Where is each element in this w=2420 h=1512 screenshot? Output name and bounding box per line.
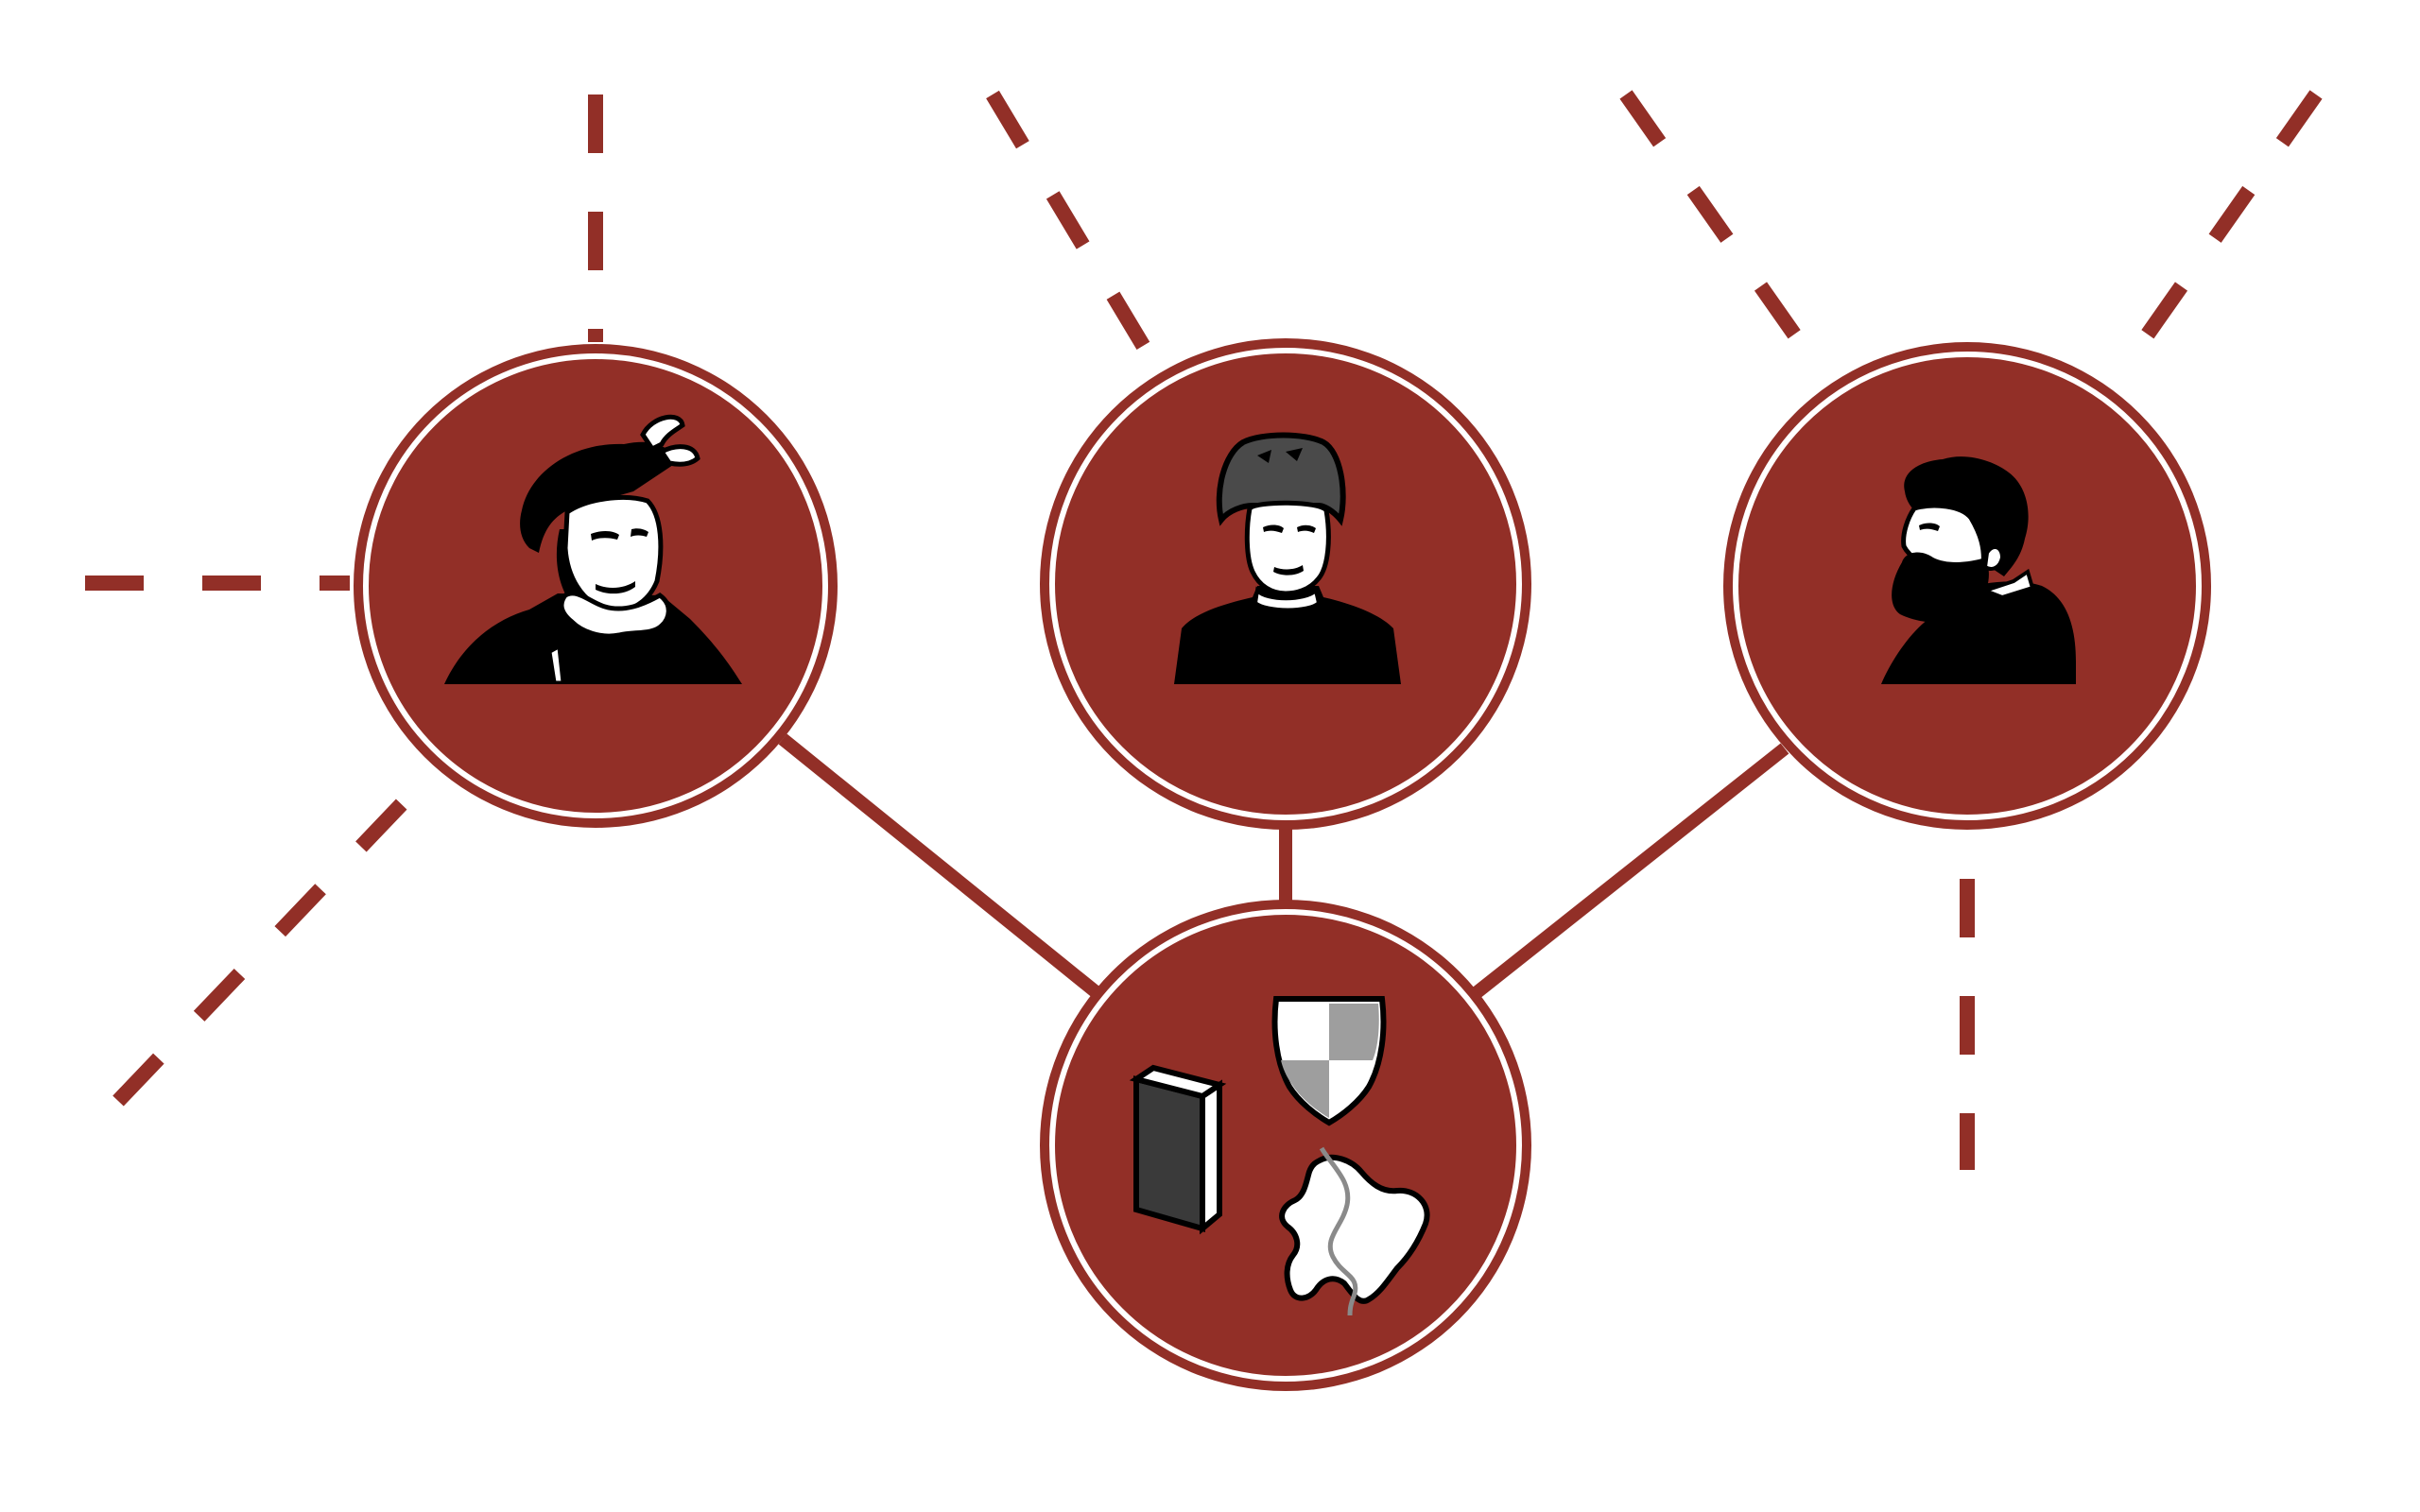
node-portrait-capped[interactable] bbox=[1040, 338, 1531, 830]
portrait-ruff-collar-icon bbox=[444, 414, 742, 684]
portrait-bearded-man-icon bbox=[1881, 456, 2076, 684]
node-portrait-bearded[interactable] bbox=[1723, 342, 2211, 830]
node-portrait-ruff[interactable] bbox=[354, 344, 838, 828]
node-objects[interactable] bbox=[1040, 900, 1531, 1391]
dashed-links bbox=[85, 90, 2323, 1170]
dashed-link-ruff-down-left bbox=[112, 762, 442, 1107]
portrait-fur-cap-icon bbox=[1174, 432, 1401, 684]
dashed-link-capped-up-left bbox=[986, 90, 1162, 370]
coat-of-arms-shield-icon bbox=[1271, 996, 1387, 1126]
dashed-link-bearded-up-left bbox=[1619, 90, 1826, 375]
map-icon bbox=[1279, 1146, 1430, 1316]
link-bearded-to-objects bbox=[1470, 743, 1789, 1000]
link-ruff-to-objects bbox=[778, 733, 1103, 1000]
solid-links bbox=[778, 733, 1789, 1000]
book-icon bbox=[1129, 1064, 1227, 1235]
dashed-link-bearded-up-right bbox=[2116, 90, 2323, 375]
